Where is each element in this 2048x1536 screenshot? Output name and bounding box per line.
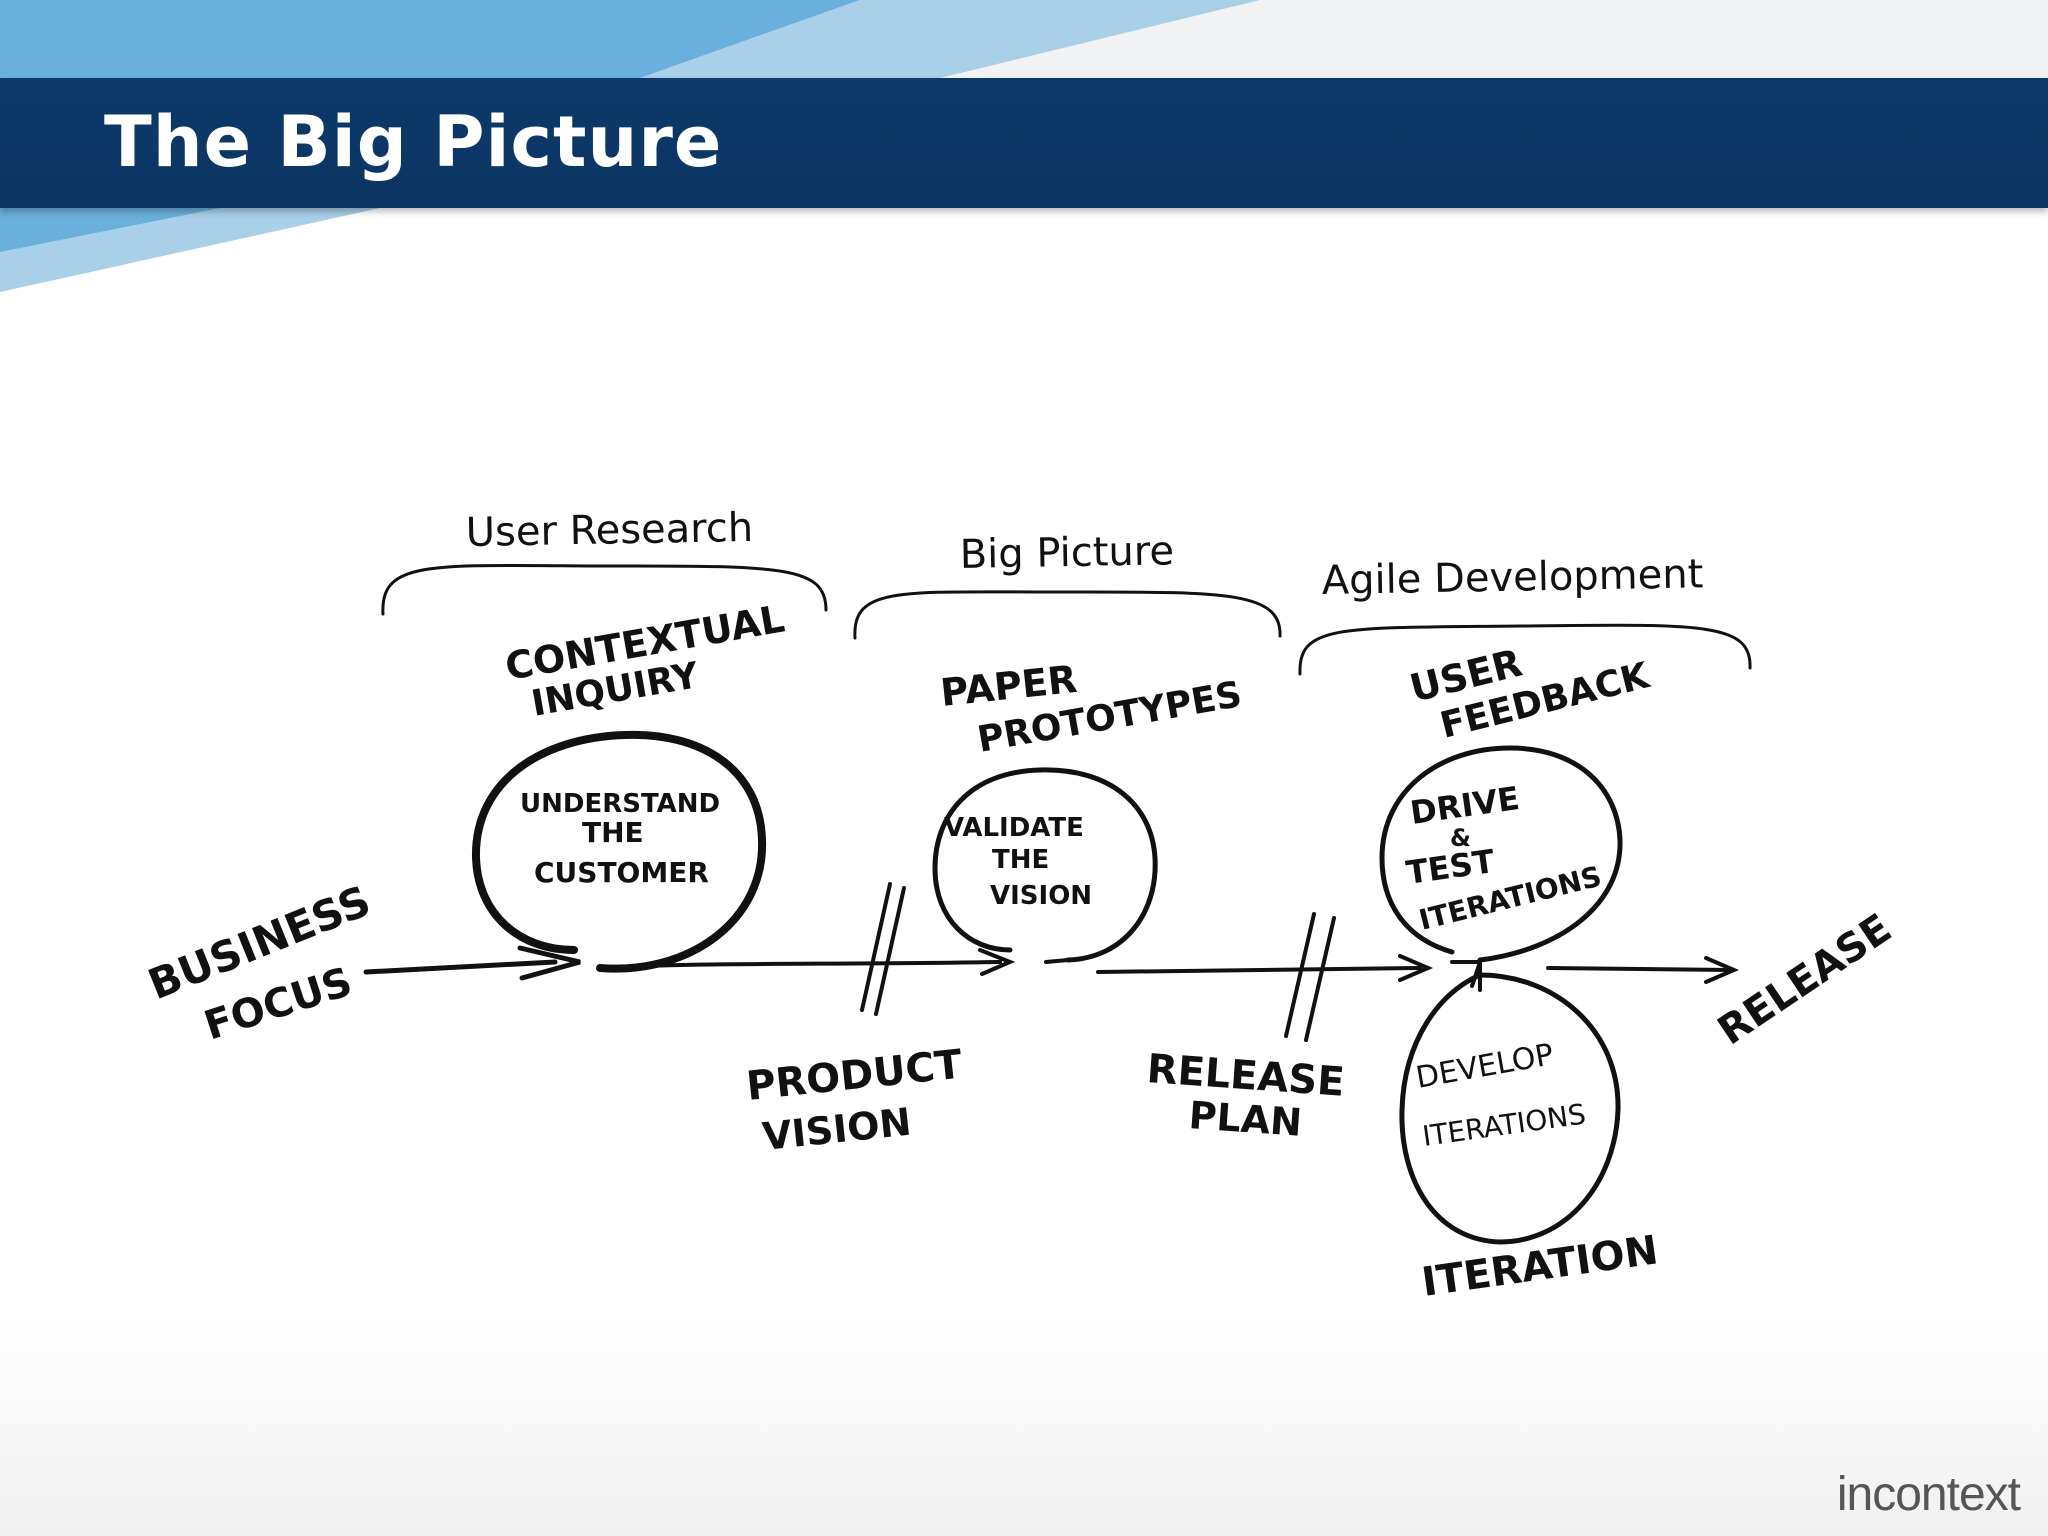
milestone-vision: VISION	[760, 1100, 913, 1159]
slash-product-vision-2	[874, 886, 906, 1016]
flow-line-2	[598, 960, 1002, 970]
circle2-line3: VISION	[990, 881, 1092, 911]
circle2-line2: THE	[992, 845, 1049, 875]
flow-line-4	[1096, 966, 1422, 974]
slash-product-vision-1	[860, 882, 892, 1012]
label-release-end: RELEASE	[1710, 905, 1900, 1054]
label-iteration: ITERATION	[1419, 1227, 1661, 1306]
slash-release-plan-2	[1304, 916, 1336, 1042]
arrowhead-1	[517, 945, 581, 981]
circle-validate-vision	[932, 767, 1158, 963]
circle1-line2: THE	[582, 816, 644, 849]
circle1-line1: UNDERSTAND	[520, 789, 720, 819]
arrowhead-4	[1398, 954, 1434, 982]
header-bar	[0, 78, 2048, 208]
brace-big-picture	[853, 590, 1282, 640]
slash-release-plan-1	[1284, 912, 1316, 1038]
milestone-product: PRODUCT	[744, 1041, 965, 1109]
circle3-line3: TEST	[1404, 842, 1497, 892]
arrowhead-2	[978, 948, 1016, 976]
top-strip	[0, 0, 2048, 78]
circle2-line1: VALIDATE	[944, 813, 1084, 843]
phase-label-user-research: User Research	[465, 505, 753, 556]
brace-agile-development	[1298, 623, 1752, 676]
flow-line-6	[1546, 966, 1732, 972]
phase-label-big-picture: Big Picture	[959, 528, 1174, 578]
circle1-line3: CUSTOMER	[534, 856, 709, 889]
circle3-line2: &	[1450, 824, 1471, 852]
circle-develop-iterations	[1399, 972, 1621, 1245]
header-wedge	[0, 208, 380, 292]
circle-understand-customer	[471, 730, 767, 973]
flow-line-1	[363, 959, 558, 975]
incontext-logo: incontext	[1836, 1467, 2021, 1522]
circle4-line2: ITERATIONS	[1420, 1097, 1587, 1153]
circle-drive-test	[1379, 745, 1623, 963]
circle4-line1: DEVELOP	[1413, 1037, 1556, 1096]
top-decor	[0, 0, 1260, 78]
bottom-band	[0, 1320, 2048, 1536]
flow-line-3	[1044, 958, 1070, 964]
slide-title: The Big Picture	[104, 101, 723, 183]
brace-user-research	[381, 563, 828, 616]
logo-text: incontext	[1836, 1468, 2021, 1521]
phase-label-agile-development: Agile Development	[1321, 551, 1703, 604]
arrowhead-6	[1704, 956, 1740, 984]
whiteboard-area	[112, 430, 1892, 1320]
milestone-plan: PLAN	[1187, 1093, 1303, 1145]
